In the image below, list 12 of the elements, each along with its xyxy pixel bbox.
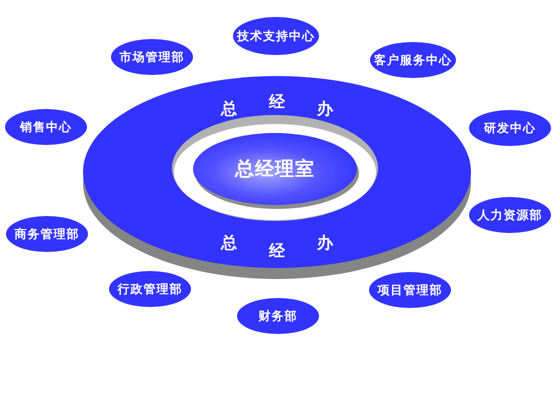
- department-ellipse: 行政管理部: [109, 271, 191, 307]
- department-ellipse: 项目管理部: [369, 272, 451, 308]
- department-ellipse: 商务管理部: [6, 216, 88, 252]
- department-ellipse: 客户服务中心: [370, 42, 456, 78]
- department-ellipse: 财务部: [237, 298, 319, 334]
- department-ellipse: 市场管理部: [111, 39, 193, 75]
- department-ellipse: 研发中心: [469, 110, 551, 146]
- ring-label: 总经办: [221, 234, 333, 260]
- department-ellipse: 销售中心: [5, 109, 87, 145]
- department-ellipse: 技术支持中心: [233, 17, 319, 55]
- ring-label: 总经办: [221, 93, 333, 118]
- department-ellipse: 人力资源部: [469, 197, 551, 233]
